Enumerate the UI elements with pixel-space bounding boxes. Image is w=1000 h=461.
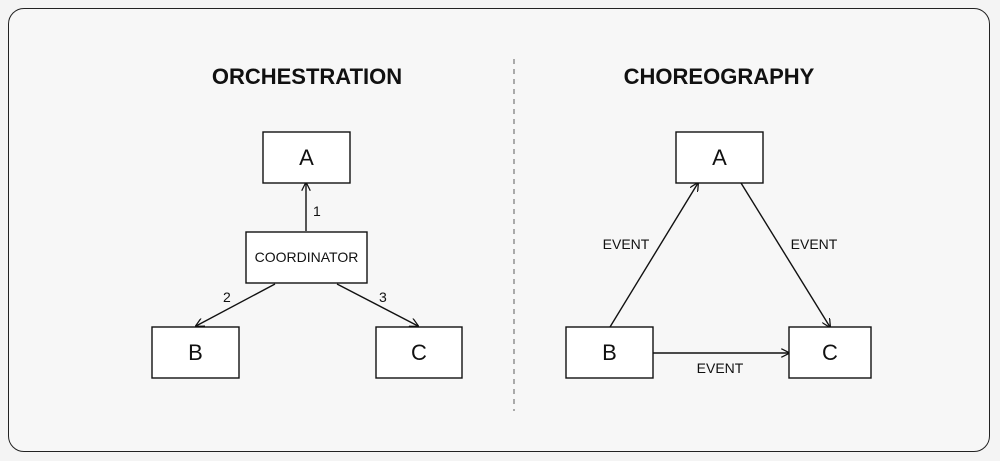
orch-node-b-label: B — [188, 340, 203, 365]
choreo-node-a-label: A — [712, 145, 727, 170]
edge-label-b-to-a: EVENT — [603, 236, 650, 252]
edge-a-to-c — [740, 182, 830, 327]
orch-node-coordinator-label: COORDINATOR — [255, 249, 359, 265]
orch-node-c-label: C — [411, 340, 427, 365]
orch-node-coordinator: COORDINATOR — [245, 231, 368, 284]
edge-coordinator-to-b — [196, 283, 276, 326]
choreo-node-b-label: B — [602, 340, 617, 365]
edge-label-b-to-c: EVENT — [697, 360, 744, 376]
orch-node-a-label: A — [299, 145, 314, 170]
diagram-frame: ORCHESTRATION 1 2 3 A COORDINATOR B C CH… — [8, 8, 990, 452]
choreo-node-c: C — [788, 326, 872, 379]
orch-node-b: B — [151, 326, 240, 379]
choreo-node-a: A — [675, 131, 764, 184]
edge-b-to-a — [609, 183, 698, 328]
choreo-node-c-label: C — [822, 340, 838, 365]
edge-label-3: 3 — [379, 289, 387, 305]
orch-node-c: C — [375, 326, 463, 379]
diagram-canvas: ORCHESTRATION 1 2 3 A COORDINATOR B C CH… — [151, 59, 872, 411]
edge-label-1: 1 — [313, 203, 321, 219]
choreo-node-b: B — [565, 326, 654, 379]
orchestration-title: ORCHESTRATION — [212, 64, 402, 89]
edge-label-2: 2 — [223, 289, 231, 305]
choreography-title: CHOREOGRAPHY — [624, 64, 815, 89]
orch-node-a: A — [262, 131, 351, 184]
edge-coordinator-to-c — [336, 283, 418, 326]
edge-label-a-to-c: EVENT — [791, 236, 838, 252]
